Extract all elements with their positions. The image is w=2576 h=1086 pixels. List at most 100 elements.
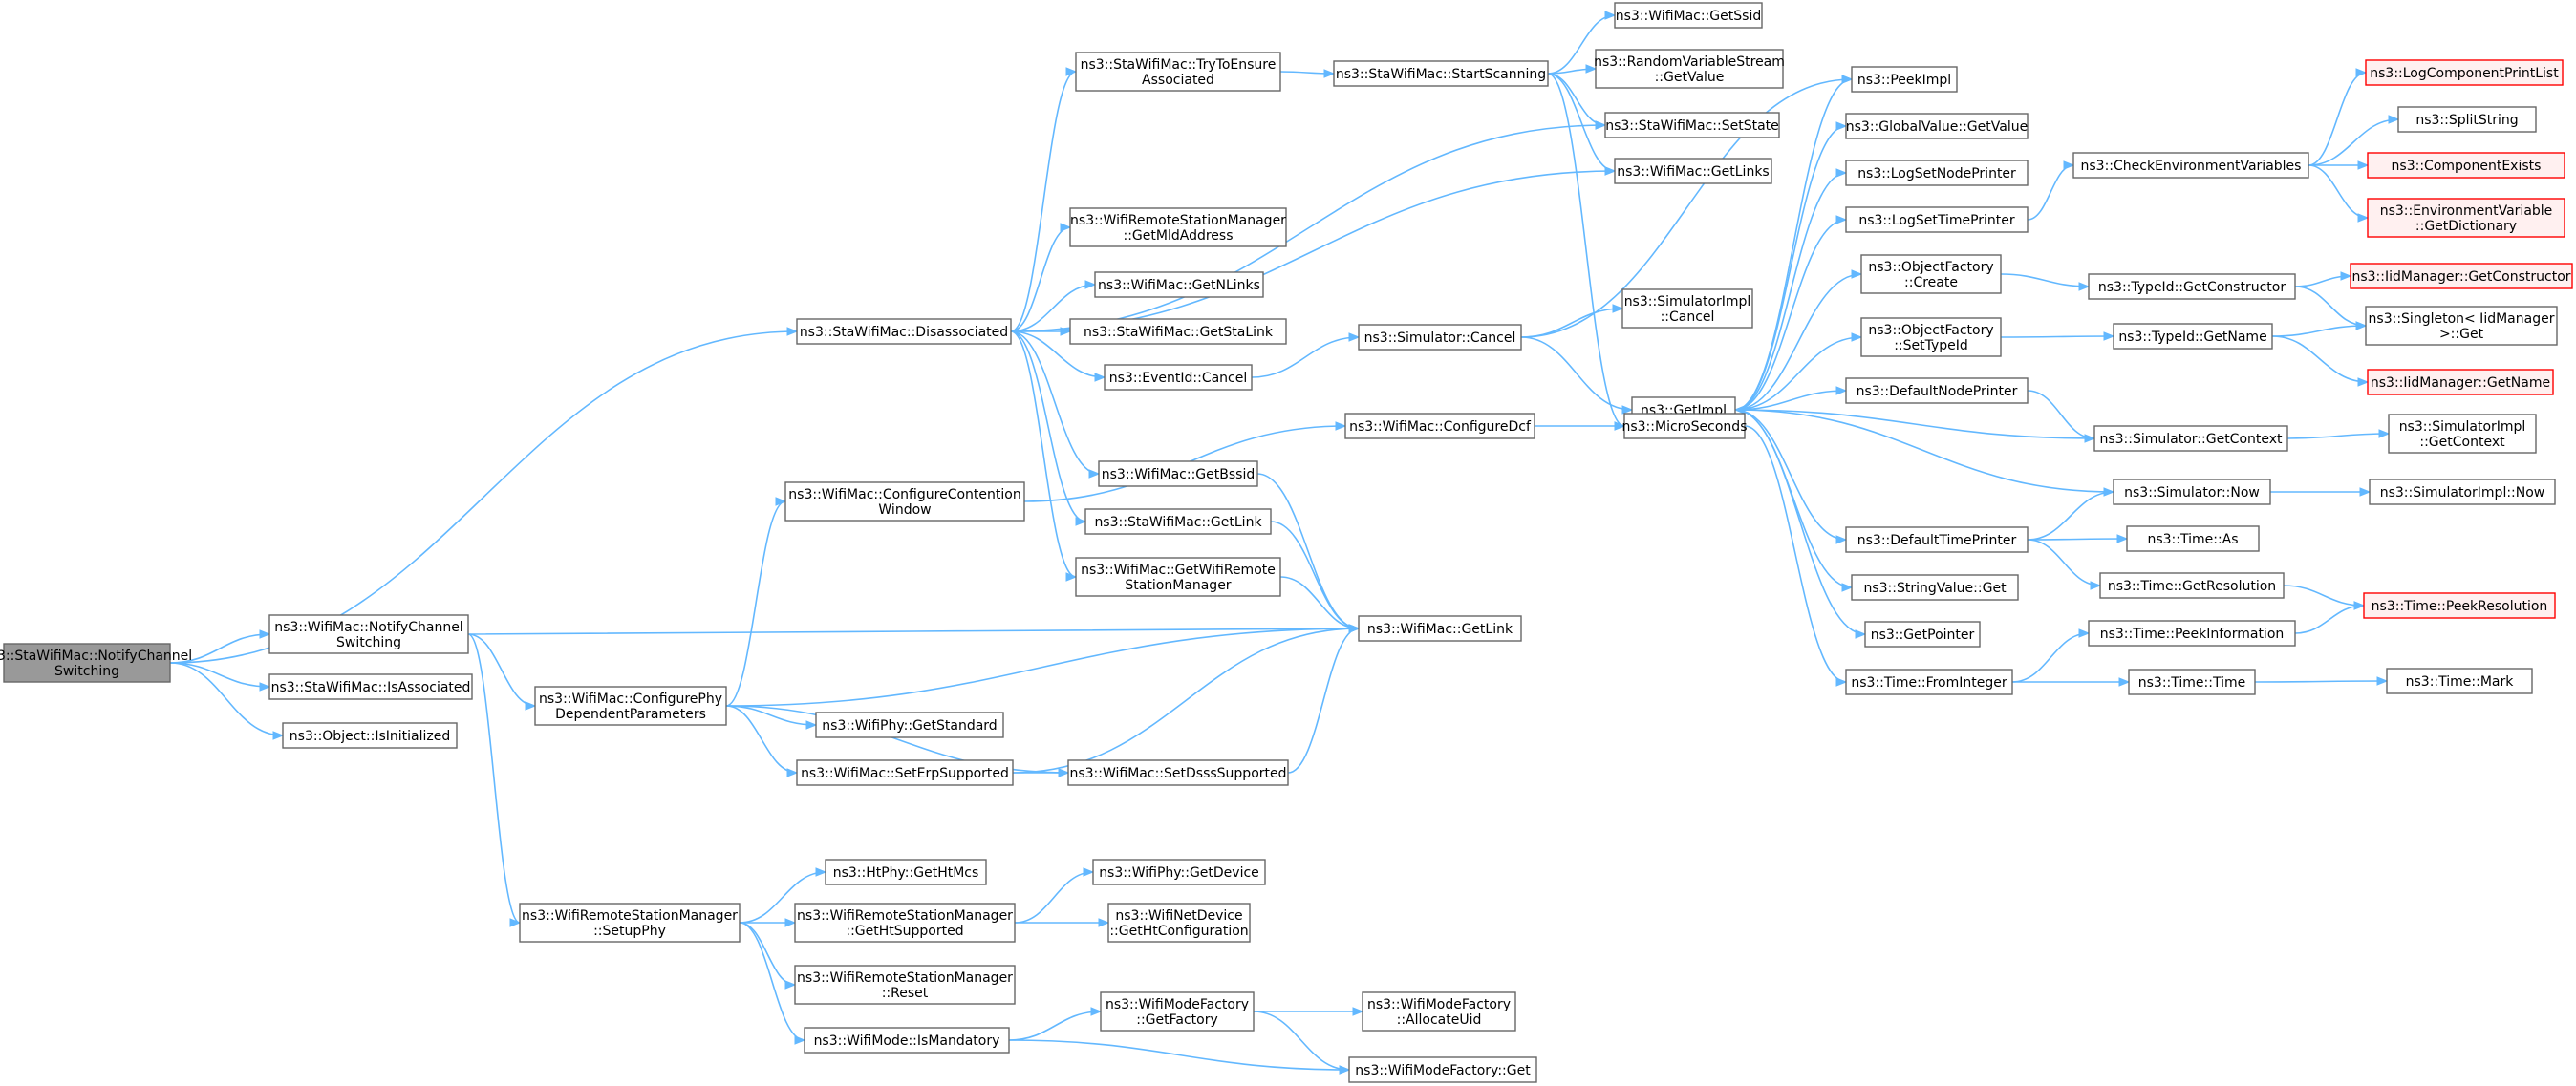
node-ht-get-ht-mcs[interactable]: ns3::HtPhy::GetHtMcs <box>825 859 987 885</box>
node-gv-get-value[interactable]: ns3::GlobalValue::GetValue <box>1845 113 2029 139</box>
node-event-cancel[interactable]: ns3::EventId::Cancel <box>1104 364 1253 391</box>
node-rsm-setup-phy[interactable]: ns3::WifiRemoteStationManager::SetupPhy <box>519 903 741 943</box>
node-net-dev-get-ht[interactable]: ns3::WifiNetDevice::GetHtConfiguration <box>1107 903 1251 943</box>
arrowhead <box>2340 271 2352 281</box>
node-rsm-reset[interactable]: ns3::WifiRemoteStationManager::Reset <box>794 965 1016 1005</box>
edge-disassoc-to-sta-get-link <box>1010 330 1087 526</box>
node-tid-get-ctor[interactable]: ns3::TypeId::GetConstructor <box>2088 273 2296 300</box>
node-log-set-time-printer[interactable]: ns3::LogSetTimePrinter <box>1845 206 2029 233</box>
arrowhead <box>1835 386 1848 395</box>
node-box <box>2128 669 2256 695</box>
node-check-env[interactable]: ns3::CheckEnvironmentVariables <box>2072 152 2309 179</box>
node-sim-impl-cancel[interactable]: ns3::SimulatorImpl::Cancel <box>1621 288 1753 329</box>
arrowhead <box>1595 120 1607 130</box>
node-sim-get-context[interactable]: ns3::Simulator::GetContext <box>2093 425 2288 452</box>
node-log-comp-print[interactable]: ns3::LogComponentPrintList <box>2365 59 2564 86</box>
node-tid-get-name[interactable]: ns3::TypeId::GetName <box>2113 323 2273 350</box>
node-rsm-get-ht[interactable]: ns3::WifiRemoteStationManager::GetHtSupp… <box>794 903 1016 943</box>
node-time-from-int[interactable]: ns3::Time::FromInteger <box>1845 669 2013 695</box>
node-def-time-printer[interactable]: ns3::DefaultTimePrinter <box>1845 526 2029 553</box>
arrowhead <box>1841 583 1854 592</box>
arrowhead <box>1335 421 1347 431</box>
node-get-bssid[interactable]: ns3::WifiMac::GetBssid <box>1098 460 1258 487</box>
node-label: Switching <box>336 635 401 650</box>
node-comp-exists[interactable]: ns3::ComponentExists <box>2367 152 2565 179</box>
node-time-peek-info[interactable]: ns3::Time::PeekInformation <box>2088 620 2296 647</box>
node-label: ns3::WifiMode::IsMandatory <box>814 1033 1000 1049</box>
node-env-var-get-dict[interactable]: ns3::EnvironmentVariable::GetDictionary <box>2367 198 2565 238</box>
node-get-sta-link[interactable]: ns3::StaWifiMac::GetStaLink <box>1069 318 1287 345</box>
node-log-set-node-printer[interactable]: ns3::LogSetNodePrinter <box>1845 160 2029 186</box>
node-get-mld[interactable]: ns3::WifiRemoteStationManager::GetMldAdd… <box>1069 207 1287 247</box>
node-label: ns3::ObjectFactory <box>1868 260 1993 275</box>
node-of-set-type-id[interactable]: ns3::ObjectFactory::SetTypeId <box>1860 317 2002 357</box>
node-time-mark[interactable]: ns3::Time::Mark <box>2386 668 2533 694</box>
edge-get-impl-to-get-pointer <box>1734 409 1867 639</box>
node-sim-impl-now[interactable]: ns3::SimulatorImpl::Now <box>2369 479 2556 505</box>
node-start-scanning[interactable]: ns3::StaWifiMac::StartScanning <box>1333 60 1549 87</box>
node-time-time[interactable]: ns3::Time::Time <box>2128 669 2256 695</box>
node-sim-now[interactable]: ns3::Simulator::Now <box>2113 479 2271 505</box>
node-iid-get-name[interactable]: ns3::IidManager::GetName <box>2367 369 2554 395</box>
node-cfg-phy-dep[interactable]: ns3::WifiMac::ConfigurePhyDependentParam… <box>534 686 727 726</box>
node-is-init[interactable]: ns3::Object::IsInitialized <box>282 722 458 749</box>
arrowhead <box>259 682 271 692</box>
node-box <box>1075 52 1281 92</box>
node-label: ns3::Simulator::Now <box>2124 485 2260 500</box>
edge-log-set-time-printer-to-check-env <box>2027 160 2075 221</box>
node-def-node-printer[interactable]: ns3::DefaultNodePrinter <box>1845 377 2029 404</box>
arrowhead <box>1835 677 1848 687</box>
edge-rsm-setup-phy-to-rsm-reset <box>739 922 797 990</box>
node-disassoc[interactable]: ns3::StaWifiMac::Disassociated <box>796 318 1012 345</box>
node-get-pointer[interactable]: ns3::GetPointer <box>1864 621 1981 648</box>
node-sim-cancel[interactable]: ns3::Simulator::Cancel <box>1358 324 1522 351</box>
node-micro-seconds[interactable]: ns3::MicroSeconds <box>1621 413 1748 439</box>
node-iid-get-ctor[interactable]: ns3::IidManager::GetConstructor <box>2350 263 2573 289</box>
node-box <box>794 903 1016 943</box>
node-label: ns3::DefaultTimePrinter <box>1857 533 2017 548</box>
node-sim-impl-get-context[interactable]: ns3::SimulatorImpl::GetContext <box>2388 414 2537 454</box>
node-set-state[interactable]: ns3::StaWifiMac::SetState <box>1604 112 1780 138</box>
arrowhead <box>1841 75 1854 84</box>
node-mode-is-mandatory[interactable]: ns3::WifiMode::IsMandatory <box>804 1027 1010 1054</box>
edge-time-time-to-time-mark <box>2254 676 2389 686</box>
node-time-as[interactable]: ns3::Time::As <box>2126 525 2260 552</box>
node-mf-alloc-uid[interactable]: ns3::WifiModeFactory::AllocateUid <box>1362 991 1516 1032</box>
arrowhead <box>509 918 522 927</box>
node-get-standard[interactable]: ns3::WifiPhy::GetStandard <box>815 712 1004 738</box>
node-mf-get-factory[interactable]: ns3::WifiModeFactory::GetFactory <box>1100 991 1255 1032</box>
node-time-peek-res[interactable]: ns3::Time::PeekResolution <box>2363 592 2556 619</box>
node-is-associated[interactable]: ns3::StaWifiMac::IsAssociated <box>268 673 473 700</box>
node-peek-impl[interactable]: ns3::PeekImpl <box>1851 66 1958 93</box>
node-label: ns3::TypeId::GetConstructor <box>2098 280 2286 295</box>
node-cfg-dcf[interactable]: ns3::WifiMac::ConfigureDcf <box>1344 413 1535 439</box>
node-set-erp[interactable]: ns3::WifiMac::SetErpSupported <box>796 759 1014 786</box>
arrowhead <box>2359 487 2372 497</box>
arrowhead <box>1065 67 1078 76</box>
node-time-get-res[interactable]: ns3::Time::GetResolution <box>2099 572 2285 599</box>
node-rvs-get-value[interactable]: ns3::RandomVariableStream::GetValue <box>1594 49 1785 89</box>
node-singleton-get[interactable]: ns3::Singleton< IidManager>::Get <box>2365 306 2558 346</box>
node-get-links[interactable]: ns3::WifiMac::GetLinks <box>1614 158 1772 184</box>
node-box <box>1107 903 1251 943</box>
node-box <box>2093 425 2288 452</box>
node-phy-get-device[interactable]: ns3::WifiPhy::GetDevice <box>1092 859 1266 885</box>
node-get-ssid[interactable]: ns3::WifiMac::GetSsid <box>1614 2 1763 29</box>
node-get-nlinks[interactable]: ns3::WifiMac::GetNLinks <box>1094 271 1264 298</box>
edge-def-node-printer-to-sim-get-context <box>2027 390 2096 443</box>
node-str-value-get[interactable]: ns3::StringValue::Get <box>1851 574 2019 601</box>
node-split-string[interactable]: ns3::SplitString <box>2397 106 2537 133</box>
arrowhead <box>1835 121 1848 131</box>
node-mf-get[interactable]: ns3::WifiModeFactory::Get <box>1348 1056 1537 1083</box>
node-set-dsss[interactable]: ns3::WifiMac::SetDsssSupported <box>1067 759 1289 786</box>
node-wifi-get-link[interactable]: ns3::WifiMac::GetLink <box>1358 615 1522 642</box>
node-of-create[interactable]: ns3::ObjectFactory::Create <box>1860 254 2002 294</box>
node-get-wifi-rsm[interactable]: ns3::WifiMac::GetWifiRemoteStationManage… <box>1075 557 1281 597</box>
node-label: ns3::CheckEnvironmentVariables <box>2081 159 2302 174</box>
node-sta-get-link[interactable]: ns3::StaWifiMac::GetLink <box>1084 508 1272 535</box>
node-box <box>1845 669 2013 695</box>
